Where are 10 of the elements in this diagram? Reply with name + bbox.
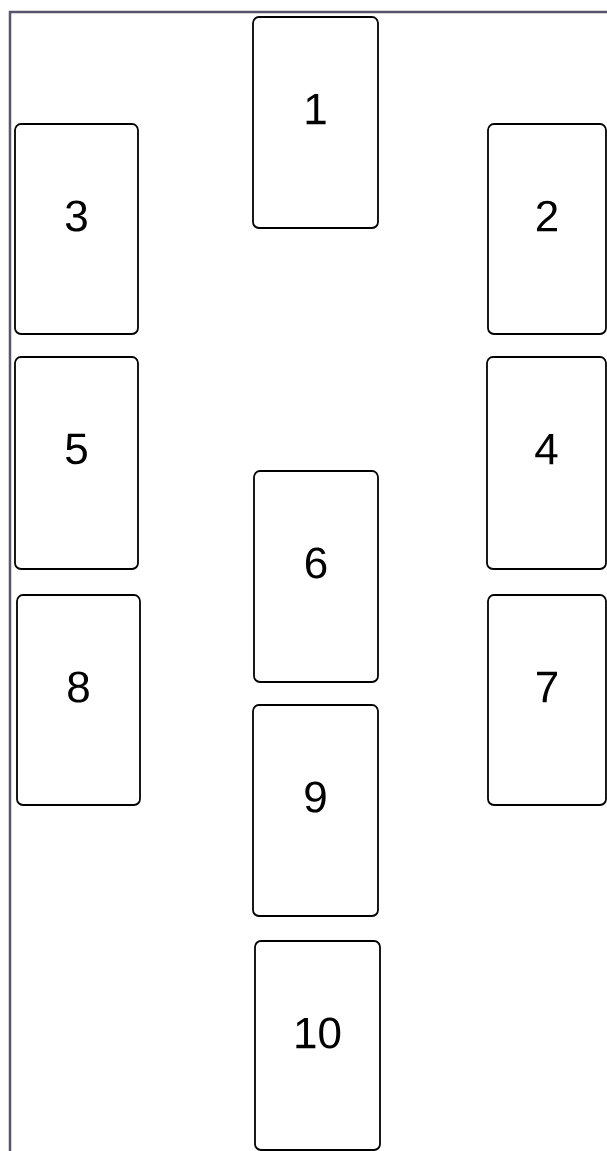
- card-box: 7: [487, 594, 607, 806]
- card-box: 10: [254, 940, 381, 1151]
- card-box: 5: [14, 356, 139, 570]
- card-box: 1: [252, 16, 379, 229]
- card-box: 8: [16, 594, 141, 806]
- card-box: 4: [486, 356, 607, 570]
- card-box: 9: [252, 704, 379, 917]
- card-box: 2: [487, 123, 607, 335]
- card-box: 6: [253, 470, 379, 683]
- card-box: 3: [14, 123, 139, 335]
